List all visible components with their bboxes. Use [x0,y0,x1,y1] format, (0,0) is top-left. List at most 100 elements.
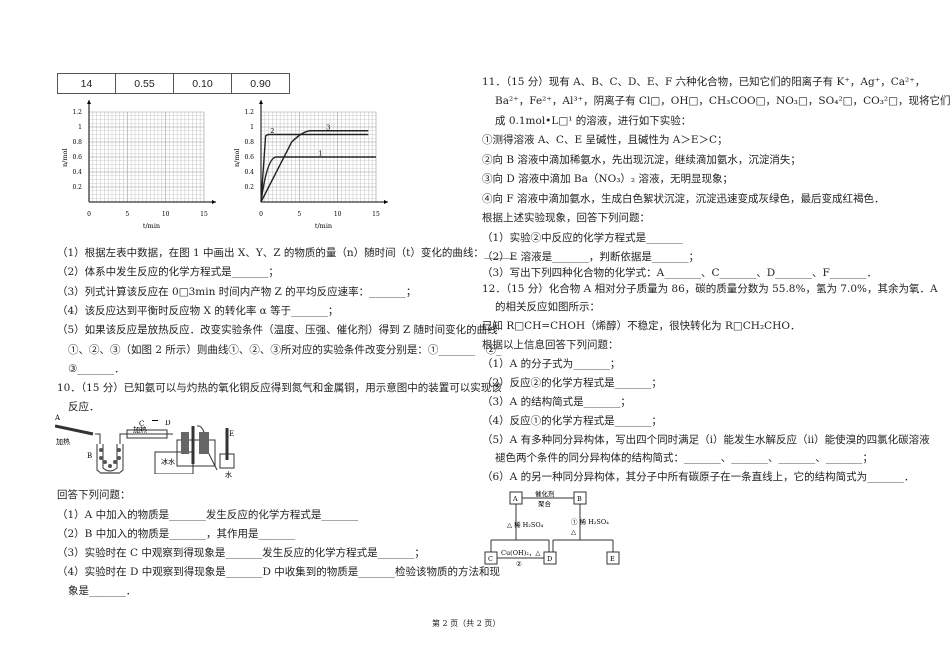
y-arrow [87,100,91,104]
y-tick-label: 0.8 [72,139,82,146]
question-12-line: （5）A 有多种同分异构体，写出四个同时满足（i）能发生水解反应（ii）能使溴的… [482,434,930,446]
x-arrow [212,200,216,204]
curve-1 [260,156,376,203]
question-11-line: （1）实验②中反应的化学方程式是_______ [482,232,683,244]
label-a: A [55,414,61,422]
y-tick-label: 0.8 [244,139,254,146]
x-axis-label: t/min [315,222,332,230]
y-axis-label: n/mol [233,148,241,167]
question-12-line: 12．（15 分）化合物 A 相对分子质量为 86，碳的质量分数为 55.8%，… [482,283,938,295]
label-e: E [229,430,234,438]
x-tick-label: 5 [125,211,129,218]
table-cell: 0.10 [173,73,232,94]
x-arrow [384,200,388,204]
table-cell: 14 [57,73,116,94]
question-12-line: 的相关反应如图所示： [495,301,600,313]
node-c: C [488,555,493,563]
question-11-line: ①测得溶液 A、C、E 呈碱性，且碱性为 A＞E＞C； [482,134,728,146]
question-11-line: （2）E 溶液是_______，判断依据是_______； [482,251,700,263]
question-11-line: Ba²⁺，Fe²⁺，Al³⁺，阴离子有 Cl□，OH□，CH₃COO□，NO₃□… [495,95,950,107]
question-9-line: （3）列式计算该反应在 0□3min 时间内产物 Z 的平均反应速率：_____… [57,286,417,298]
apparatus-diagram: A 加热 B C [55,414,194,474]
question-11-line: 11．（15 分）现有 A、B、C、D、E、F 六种化合物，已知它们的阳离子有 … [482,76,926,88]
question-9-line: （4）该反应达到平衡时反应物 X 的转化率 α 等于_______； [57,305,339,317]
label-c: C [139,420,144,428]
question-10-title: 反应． [68,401,100,413]
question-10-line: （4）实验时在 D 中观察到得现象是_______D 中收集到的物质是_____… [57,566,501,578]
label-water: 水 [225,470,232,479]
question-11-line: 根据上述实验现象，回答下列问题： [482,212,650,224]
node-a: A [512,495,518,503]
question-10-line: （3）实验时在 C 中观察到得现象是_______发生反应的化学方程式是____… [57,547,425,559]
question-9-line: （5）如果该反应是放热反应．改变实验条件（温度、压强、催化剂）得到 Z 随时间变… [57,324,498,336]
y-tick-label: 0.6 [244,154,254,161]
label-b-delta: △ [571,528,576,536]
question-12-line: （2）反应②的化学方程式是_______； [482,377,662,389]
x-axis-label: t/min [143,222,160,230]
question-11-line: ③向 D 溶液中滴加 Ba（NO₃）₂ 溶液，无明显现象； [482,173,733,185]
question-9-line: ③_______． [68,363,125,375]
question-9-line: ①、②、③（如图 2 所示）则曲线①、②、③所对应的实验条件改变分别是：①___… [68,344,502,356]
question-12-line: （6）A 的另一种同分异构体，其分子中所有碳原子在一条直线上，它的结构简式为__… [482,471,915,483]
y-tick-label: 0.6 [72,154,82,161]
y-arrow [259,100,263,104]
x-tick-label: 0 [87,211,91,218]
question-10-line: 象是_______． [68,585,137,597]
y-tick-label: 1.2 [244,109,254,116]
data-table: 14 0.55 0.10 0.90 [57,73,290,94]
question-10-line: 回答下列问题： [57,489,131,501]
question-11-line: 成 0.1mol•L□¹ 的溶液，进行如下实验： [495,115,692,127]
node-e: E [610,555,615,563]
question-9-line: （1）根据左表中数据，在图 1 中画出 X、Y、Z 的物质的量（n）随时间（t）… [57,247,516,259]
x-tick-label: 5 [297,211,301,218]
curve-2 [260,133,369,203]
x-tick-label: 0 [259,211,263,218]
y-tick-label: 1 [78,124,82,131]
label-cd-bottom: ② [516,560,522,568]
label-a-down: △ 稀 H₂SO₄ [507,520,544,529]
label-b-down: ① 稀 H₂SO₄ [571,517,609,526]
question-12-line: （1）A 的分子式为_______； [482,358,621,370]
question-9-line: （2）体系中发生反应的化学方程式是_______； [57,266,279,278]
label-heat-2: 加热 [133,425,147,434]
label-ice-water: 冰水 [161,457,175,466]
y-tick-label: 0.2 [244,184,254,191]
question-10-line: （1）A 中加入的物质是_______发生反应的化学方程式是_______ [57,509,359,521]
label-polymerize: 聚合 [538,499,552,508]
curve-3 [260,130,369,203]
y-tick-label: 1 [250,124,254,131]
question-12-line: 已知 R□CH=CHOH（烯醇）不稳定，很快转化为 R□CH₂CHO． [482,320,801,332]
reaction-flowchart: A B C D E 催化剂 聚合 △ 稀 H₂SO₄ ① 稀 H₂SO₄ △ C… [484,490,620,568]
question-12-line: （4）反应①的化学方程式是_______； [482,415,662,427]
table-cell: 0.90 [231,73,290,94]
y-tick-label: 0.4 [72,169,82,176]
y-tick-label: 0.2 [72,184,82,191]
question-11-line: ②向 B 溶液中滴加稀氨水，先出现沉淀，继续滴加氨水，沉淀消失； [482,154,801,166]
question-10-title: 10．（15 分）已知氨可以与灼热的氧化铜反应得到氮气和金属铜，用示意图中的装置… [57,382,502,394]
node-d: D [547,555,552,563]
question-10-line: （2）B 中加入的物质是_______，其作用是_______ [57,528,296,540]
y-axis-label: n/mol [61,148,69,167]
label-d: D [165,420,171,427]
question-11-line: ④向 F 溶液中滴加氨水，生成白色絮状沉淀，沉淀迅速变成灰绿色，最后变成红褐色． [482,193,885,205]
curve-label: 1 [319,150,323,158]
x-tick-label: 15 [200,211,208,218]
label-catalyst: 催化剂 [535,490,555,498]
label-b: B [87,452,92,460]
table-cell: 0.55 [115,73,174,94]
question-12-line: 根据以上信息回答下列问题： [482,339,619,351]
question-12-line: 褪色两个条件的同分异构体的结构简式：_______、_______、______… [495,452,873,464]
x-tick-label: 10 [334,211,342,218]
apparatus-diagram-right: 加热 D 冰水 E 水 [133,420,235,479]
label-cd-top: Cu(OH)₂，△ [501,549,540,557]
y-tick-label: 1.2 [72,109,82,116]
node-b: B [577,495,582,503]
curve-label: 3 [326,123,330,131]
question-12-line: （3）A 的结构简式是_______； [482,396,631,408]
y-tick-label: 0.4 [244,169,254,176]
curve-label: 2 [270,127,274,135]
label-heat-1: 加热 [56,437,70,446]
